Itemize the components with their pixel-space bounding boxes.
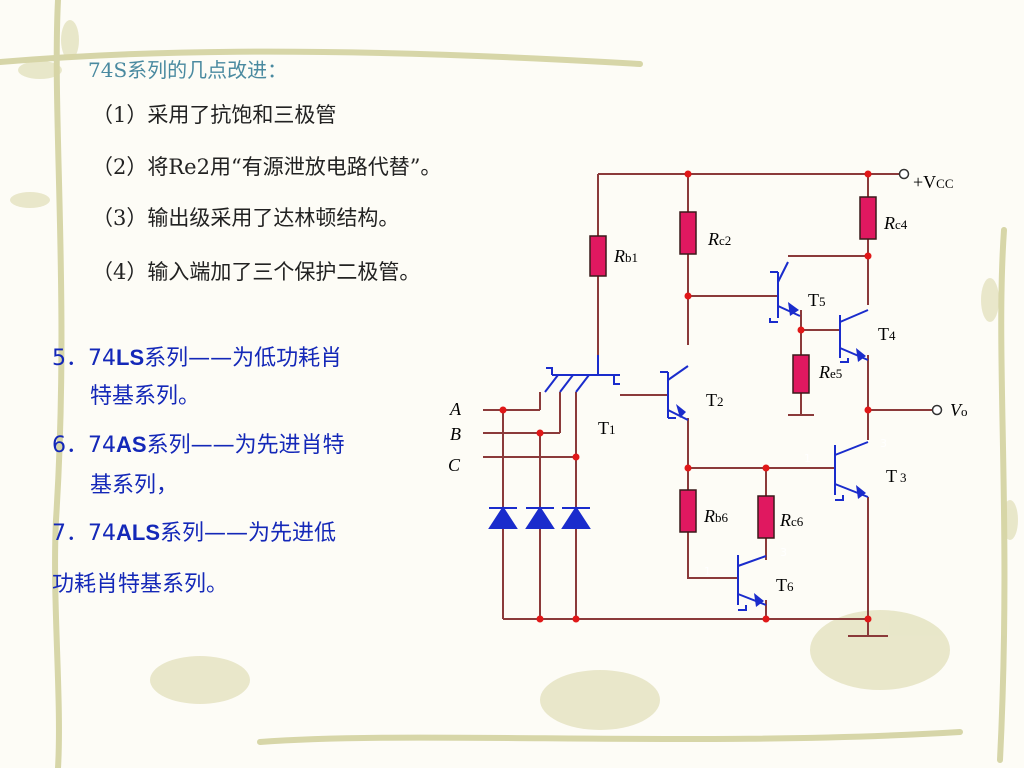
circuit-nodes [499, 170, 872, 623]
transistor-label-t1: T1 [598, 418, 616, 438]
transistor-label-t2: T2 [706, 390, 724, 410]
input-label-a: A [449, 399, 462, 419]
emitter-arrows [676, 302, 866, 607]
pin-marks: 3 1 3 1 [704, 437, 887, 578]
slide-title: 74S系列的几点改进： [88, 58, 288, 82]
resistor-label-rc6: Rc6 [779, 510, 804, 530]
vcc-label: +VCC [913, 172, 954, 192]
improvement-item: （3）输出级采用了达林顿结构。 [92, 206, 400, 230]
series-item-ls-cont: 特基系列。 [90, 384, 201, 409]
resistor-label-rb6: Rb6 [703, 506, 729, 526]
series-item-as: 6．74AS系列——为先进肖特 [52, 432, 345, 458]
series-item-als-cont: 功耗肖特基系列。 [52, 572, 229, 597]
improvement-item: （1）采用了抗饱和三极管 [92, 103, 337, 127]
transistor-label-t5: T5 [808, 290, 826, 310]
input-label-b: B [450, 424, 461, 444]
vo-label: Vo [950, 400, 968, 420]
resistor-label-rc4: Rc4 [883, 213, 908, 233]
transistor-label-t4: T4 [878, 324, 896, 344]
pin-mark: 3 [880, 437, 887, 450]
improvement-item: （2）将Re2用“有源泄放电路代替”。 [92, 155, 442, 179]
resistor-label-rc2: Rc2 [707, 229, 731, 249]
transistor-label-t6: T6 [776, 575, 794, 595]
series-item-ls: 5．74LS系列——为低功耗肖 [52, 345, 343, 371]
circuit-wires [483, 173, 932, 636]
terminals [898, 168, 943, 416]
resistor-label-re5: Re5 [818, 362, 842, 382]
pin-mark: 1 [704, 565, 711, 578]
protection-diodes [488, 506, 591, 529]
resistor-label-rb1: Rb1 [613, 246, 638, 266]
transistor-symbols [544, 261, 869, 611]
resistor-bodies [589, 196, 877, 539]
series-item-as-cont: 基系列， [90, 473, 179, 498]
series-item-als: 7．74ALS系列——为先进低 [52, 520, 337, 546]
pin-mark: 1 [804, 452, 811, 465]
improvement-item: （4）输入端加了三个保护二极管。 [92, 260, 421, 284]
input-label-c: C [448, 455, 461, 475]
pin-mark: 3 [780, 546, 787, 559]
